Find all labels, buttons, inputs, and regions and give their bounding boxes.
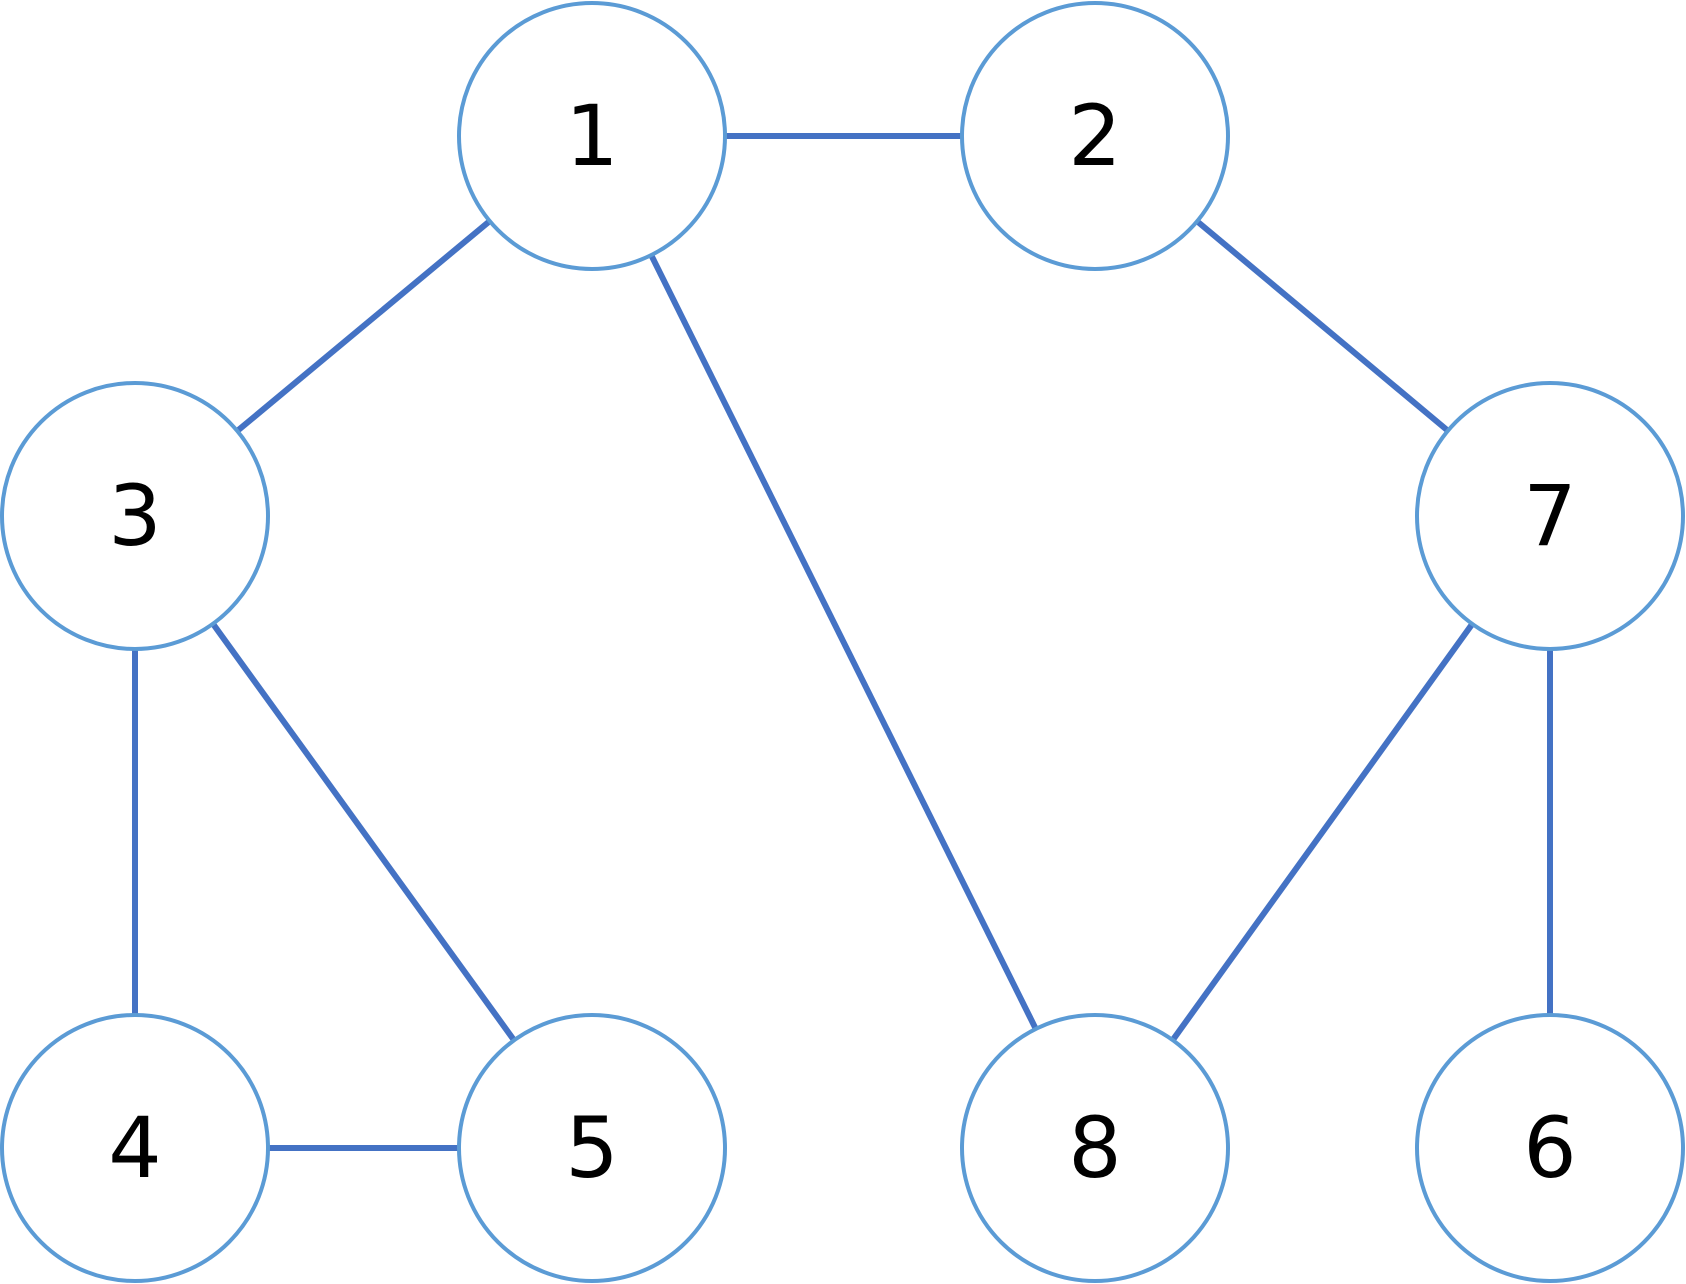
node-circle-3: [0, 381, 270, 651]
node-5: 5: [457, 1013, 727, 1283]
node-circle-4: [0, 1013, 270, 1283]
node-label-3: 3: [108, 467, 161, 565]
node-circle-5: [457, 1013, 727, 1283]
node-6: 6: [1415, 1013, 1685, 1283]
node-label-1: 1: [565, 87, 618, 185]
node-1: 1: [457, 1, 727, 271]
edges-layer: [132, 133, 1553, 1151]
edge-2-7: [1195, 218, 1450, 434]
node-3: 3: [0, 381, 270, 651]
edge-7-8: [1170, 622, 1475, 1042]
node-8: 8: [960, 1013, 1230, 1283]
node-label-2: 2: [1068, 87, 1121, 185]
node-7: 7: [1415, 381, 1685, 651]
node-circle-2: [960, 1, 1230, 271]
node-circle-8: [960, 1013, 1230, 1283]
edge-3-5: [210, 622, 517, 1042]
edge-1-3: [235, 218, 492, 434]
node-circle-6: [1415, 1013, 1685, 1283]
node-2: 2: [960, 1, 1230, 271]
edge-1-8: [648, 253, 1039, 1031]
node-label-6: 6: [1523, 1099, 1576, 1197]
node-circle-7: [1415, 381, 1685, 651]
node-label-7: 7: [1523, 467, 1576, 565]
node-label-8: 8: [1068, 1099, 1121, 1197]
node-label-5: 5: [565, 1099, 618, 1197]
node-label-4: 4: [108, 1099, 161, 1197]
node-circle-1: [457, 1, 727, 271]
node-4: 4: [0, 1013, 270, 1283]
